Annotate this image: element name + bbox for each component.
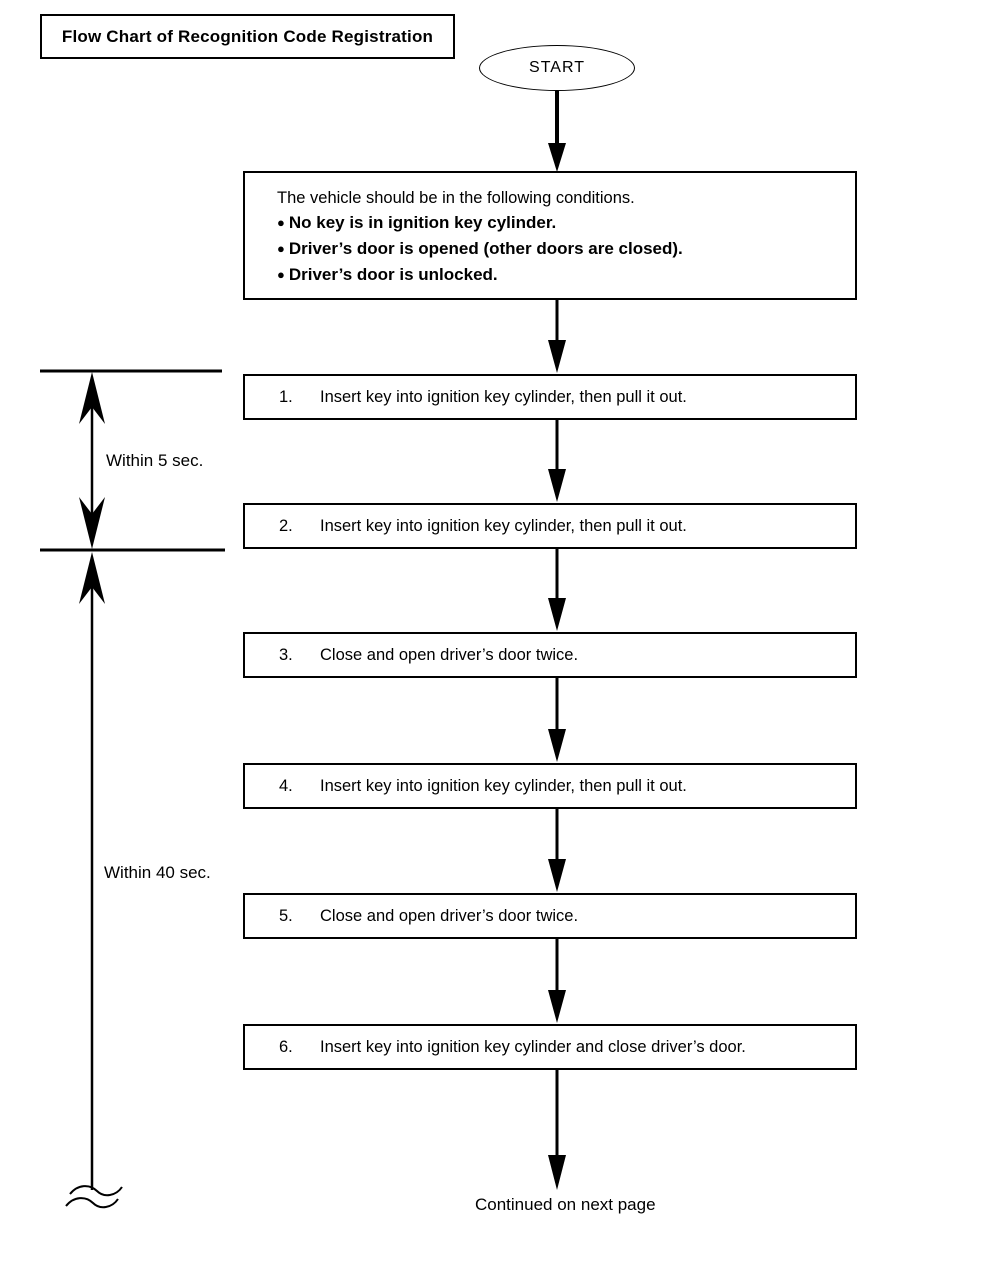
- step-text: Insert key into ignition key cylinder, t…: [320, 516, 687, 535]
- step-box-2: 2. Insert key into ignition key cylinder…: [243, 503, 857, 549]
- arrow-step5-to-step6: [548, 939, 566, 1023]
- arrowhead-up-icon: [79, 372, 105, 424]
- page-title: Flow Chart of Recognition Code Registrat…: [40, 14, 455, 59]
- condition-item: ● Driver’s door is opened (other doors a…: [277, 236, 837, 262]
- condition-text: Driver’s door is opened (other doors are…: [288, 239, 683, 258]
- step-number: 2.: [279, 516, 293, 535]
- arrow-conditions-to-step1: [548, 300, 566, 373]
- step-number: 6.: [279, 1037, 293, 1056]
- continued-label: Continued on next page: [475, 1195, 656, 1214]
- arrow-start-to-conditions: [548, 91, 566, 172]
- bullet-icon: ●: [277, 267, 285, 282]
- step-number: 4.: [279, 776, 293, 795]
- condition-text: No key is in ignition key cylinder.: [288, 213, 557, 232]
- step-box-6: 6. Insert key into ignition key cylinder…: [243, 1024, 857, 1070]
- start-label: START: [529, 59, 585, 76]
- arrow-step3-to-step4: [548, 678, 566, 762]
- condition-text: Driver’s door is unlocked.: [288, 265, 498, 284]
- step-text: Close and open driver’s door twice.: [320, 906, 579, 925]
- step-box-5: 5. Close and open driver’s door twice.: [243, 893, 857, 939]
- start-node: START: [479, 45, 635, 91]
- step-box-4: 4. Insert key into ignition key cylinder…: [243, 763, 857, 809]
- timer-label-40sec: Within 40 sec.: [104, 863, 211, 882]
- step-text: Close and open driver’s door twice.: [320, 645, 579, 664]
- break-squiggle-icon: [65, 1197, 119, 1209]
- arrow-step2-to-step3: [548, 549, 566, 631]
- arrow-step6-to-next-page: [548, 1070, 566, 1190]
- step-text: Insert key into ignition key cylinder an…: [320, 1037, 746, 1056]
- arrow-step1-to-step2: [548, 420, 566, 502]
- step-number: 5.: [279, 906, 293, 925]
- break-squiggle-icon: [69, 1185, 123, 1197]
- step-text: Insert key into ignition key cylinder, t…: [320, 776, 687, 795]
- page-title-text: Flow Chart of Recognition Code Registrat…: [61, 26, 434, 46]
- step-number: 1.: [279, 387, 293, 406]
- condition-item: ● Driver’s door is unlocked.: [277, 262, 837, 288]
- step-text: Insert key into ignition key cylinder, t…: [320, 387, 687, 406]
- bullet-icon: ●: [277, 215, 285, 230]
- timer-label-5sec: Within 5 sec.: [106, 451, 204, 470]
- step-number: 3.: [279, 645, 293, 664]
- bullet-icon: ●: [277, 241, 285, 256]
- step-box-1: 1. Insert key into ignition key cylinder…: [243, 374, 857, 420]
- conditions-intro: The vehicle should be in the following c…: [277, 189, 635, 207]
- arrowhead-up-icon: [79, 552, 105, 604]
- arrowhead-down-icon: [79, 497, 105, 549]
- condition-item: ● No key is in ignition key cylinder.: [277, 210, 837, 236]
- step-box-3: 3. Close and open driver’s door twice.: [243, 632, 857, 678]
- arrow-step4-to-step5: [548, 809, 566, 892]
- conditions-box: The vehicle should be in the following c…: [243, 171, 857, 300]
